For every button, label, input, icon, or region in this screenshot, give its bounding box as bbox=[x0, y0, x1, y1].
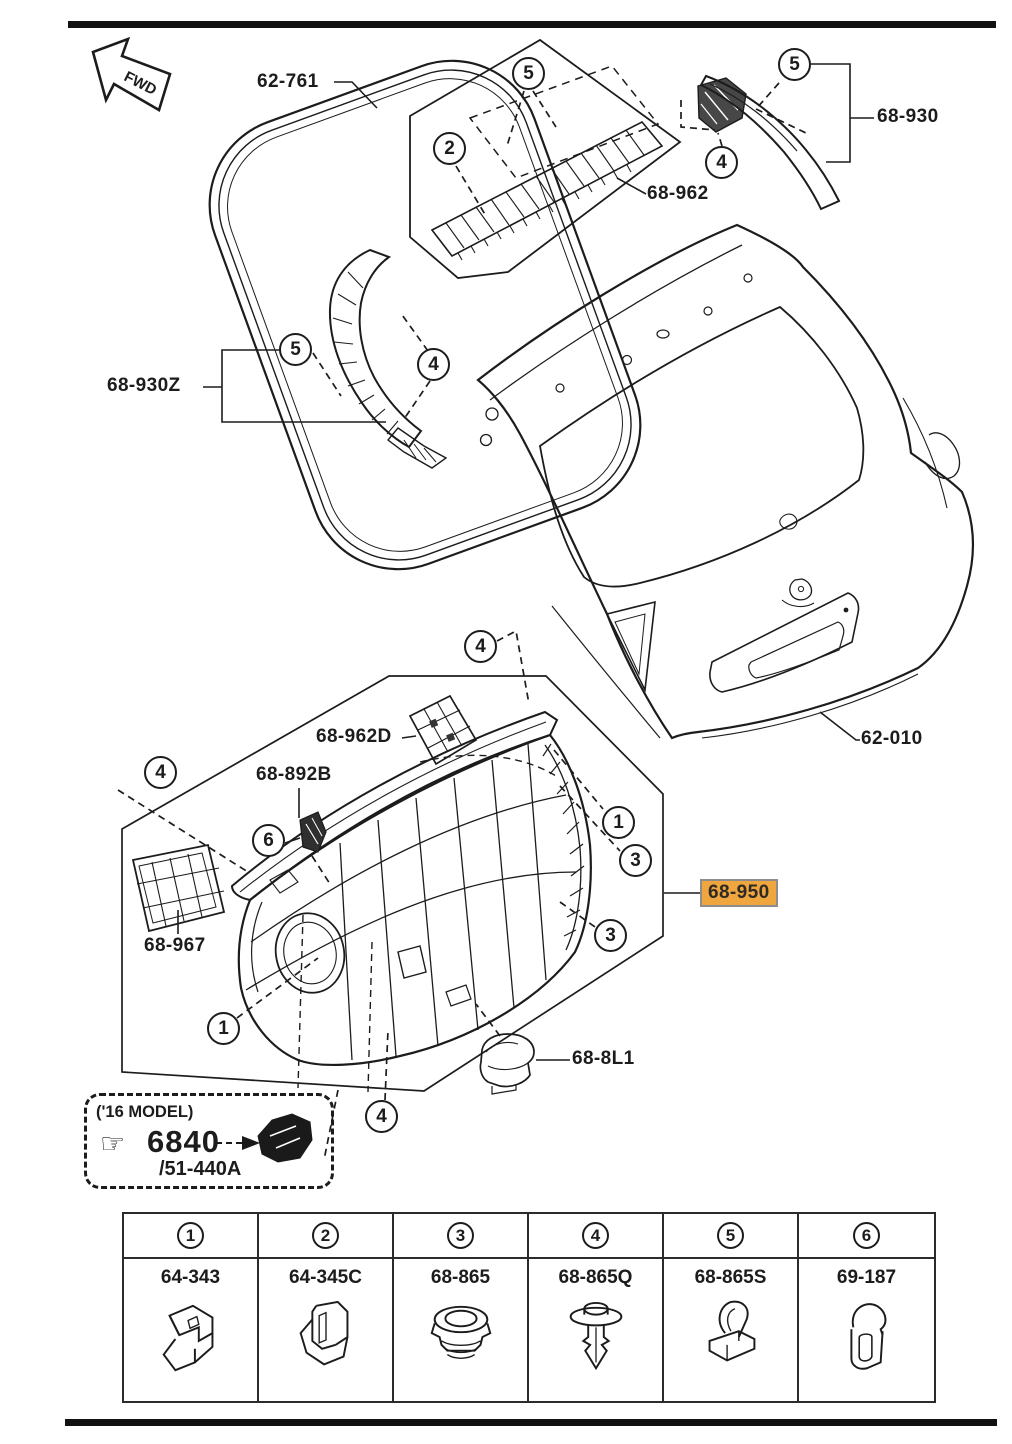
fastener-callout-3[interactable]: 3 bbox=[447, 1222, 474, 1249]
fastener-part-number[interactable]: 68-865Q bbox=[558, 1267, 633, 1288]
callout-6-clip-cover[interactable]: 6 bbox=[252, 824, 285, 857]
callout-3-trim-right-upper[interactable]: 3 bbox=[619, 844, 652, 877]
fastener-column-1: 1 64-343 bbox=[124, 1214, 259, 1401]
side-trim-drawing bbox=[131, 843, 226, 933]
part-label-liftgate-panel[interactable]: 62-010 bbox=[861, 728, 923, 749]
part-label-weatherstrip[interactable]: 62-761 bbox=[257, 71, 319, 92]
model-note-box: ('16 MODEL) 6840 /51-440A bbox=[84, 1093, 334, 1189]
fwd-label: FWD bbox=[121, 68, 159, 99]
dashed-leaders bbox=[117, 82, 807, 1161]
fastener-part-number[interactable]: 68-865 bbox=[430, 1267, 491, 1288]
callout-3-trim-right-lower[interactable]: 3 bbox=[594, 919, 627, 952]
part-label-belt-garnish[interactable]: 68-962 bbox=[647, 183, 709, 204]
top-clip-drawing bbox=[697, 77, 747, 133]
fastener-callout-6[interactable]: 6 bbox=[853, 1222, 880, 1249]
weatherstrip-drawing bbox=[208, 59, 642, 571]
box-clip-icon bbox=[299, 1300, 348, 1366]
fastener-part-number[interactable]: 69-187 bbox=[836, 1267, 897, 1288]
part-label-side-trim[interactable]: 68-967 bbox=[144, 935, 206, 956]
bottom-rule bbox=[65, 1419, 997, 1426]
corner-garnish-drawing bbox=[328, 248, 448, 469]
fastener-column-4: 4 68-865Q bbox=[529, 1214, 664, 1401]
belt-garnish-box-drawing bbox=[409, 38, 682, 279]
callout-4-top-clip[interactable]: 4 bbox=[705, 146, 738, 179]
part-label-rear-garnish[interactable]: 68-930 bbox=[877, 106, 939, 127]
trim-cover-drawing bbox=[408, 694, 478, 766]
callout-4-trim-under[interactable]: 4 bbox=[365, 1100, 398, 1133]
pointing-hand-icon: ☞ bbox=[100, 1127, 125, 1160]
model-part-drawing bbox=[257, 1113, 313, 1163]
fastener-part-number[interactable]: 64-345C bbox=[289, 1267, 362, 1288]
fastener-column-2: 2 64-345C bbox=[259, 1214, 394, 1401]
cap-drawing bbox=[479, 1033, 535, 1095]
fastener-table: 1 64-343 2 64-345C bbox=[122, 1212, 936, 1403]
fastener-callout-2[interactable]: 2 bbox=[312, 1222, 339, 1249]
fastener-column-3: 3 68-865 bbox=[394, 1214, 529, 1401]
fastener-callout-4[interactable]: 4 bbox=[582, 1222, 609, 1249]
callout-5-belt[interactable]: 5 bbox=[512, 57, 545, 90]
callout-5-corner[interactable]: 5 bbox=[279, 333, 312, 366]
top-rule bbox=[68, 21, 996, 28]
fastener-part-number[interactable]: 64-343 bbox=[160, 1267, 221, 1288]
clip-cover-drawing bbox=[299, 811, 327, 853]
fastener-callout-1[interactable]: 1 bbox=[177, 1222, 204, 1249]
callout-2-belt[interactable]: 2 bbox=[433, 132, 466, 165]
part-label-liftgate-trim-highlighted[interactable]: 68-950 bbox=[700, 879, 778, 907]
model-note-part[interactable]: 6840 bbox=[147, 1124, 220, 1159]
part-label-trim-cover[interactable]: 68-962D bbox=[316, 726, 392, 747]
part-label-cap[interactable]: 68-8L1 bbox=[572, 1048, 635, 1069]
liftgate-trim-drawing bbox=[230, 710, 592, 1093]
callout-4-trim-top[interactable]: 4 bbox=[464, 630, 497, 663]
model-note-title: ('16 MODEL) bbox=[96, 1103, 194, 1121]
callout-5-rear-garnish[interactable]: 5 bbox=[778, 48, 811, 81]
part-label-clip-cover[interactable]: 68-892B bbox=[256, 764, 332, 785]
part-label-corner-garnish[interactable]: 68-930Z bbox=[107, 375, 181, 396]
fastener-callout-5[interactable]: 5 bbox=[717, 1222, 744, 1249]
fastener-column-5: 5 68-865S bbox=[664, 1214, 799, 1401]
loop-clip-icon bbox=[708, 1300, 755, 1362]
callout-4-trim-left[interactable]: 4 bbox=[144, 756, 177, 789]
hook-clip-icon bbox=[849, 1303, 886, 1370]
spring-clip-icon bbox=[161, 1304, 213, 1372]
callout-4-corner[interactable]: 4 bbox=[417, 348, 450, 381]
leader-lines bbox=[177, 63, 874, 1061]
rear-garnish-drawing bbox=[699, 74, 841, 211]
fastener-part-number[interactable]: 68-865S bbox=[694, 1267, 767, 1288]
trim-assembly-box bbox=[121, 675, 664, 1092]
grommet-icon bbox=[430, 1305, 491, 1359]
fwd-arrow-icon: FWD bbox=[91, 36, 172, 112]
model-note-suffix[interactable]: /51-440A bbox=[159, 1158, 242, 1180]
model-note-arrow: ☞ bbox=[100, 1127, 260, 1160]
liftgate-panel-drawing bbox=[476, 223, 974, 740]
fastener-column-6: 6 69-187 bbox=[799, 1214, 934, 1401]
push-rivet-icon bbox=[569, 1301, 622, 1371]
callout-1-trim-right[interactable]: 1 bbox=[602, 806, 635, 839]
callout-1-trim-bottom[interactable]: 1 bbox=[207, 1012, 240, 1045]
